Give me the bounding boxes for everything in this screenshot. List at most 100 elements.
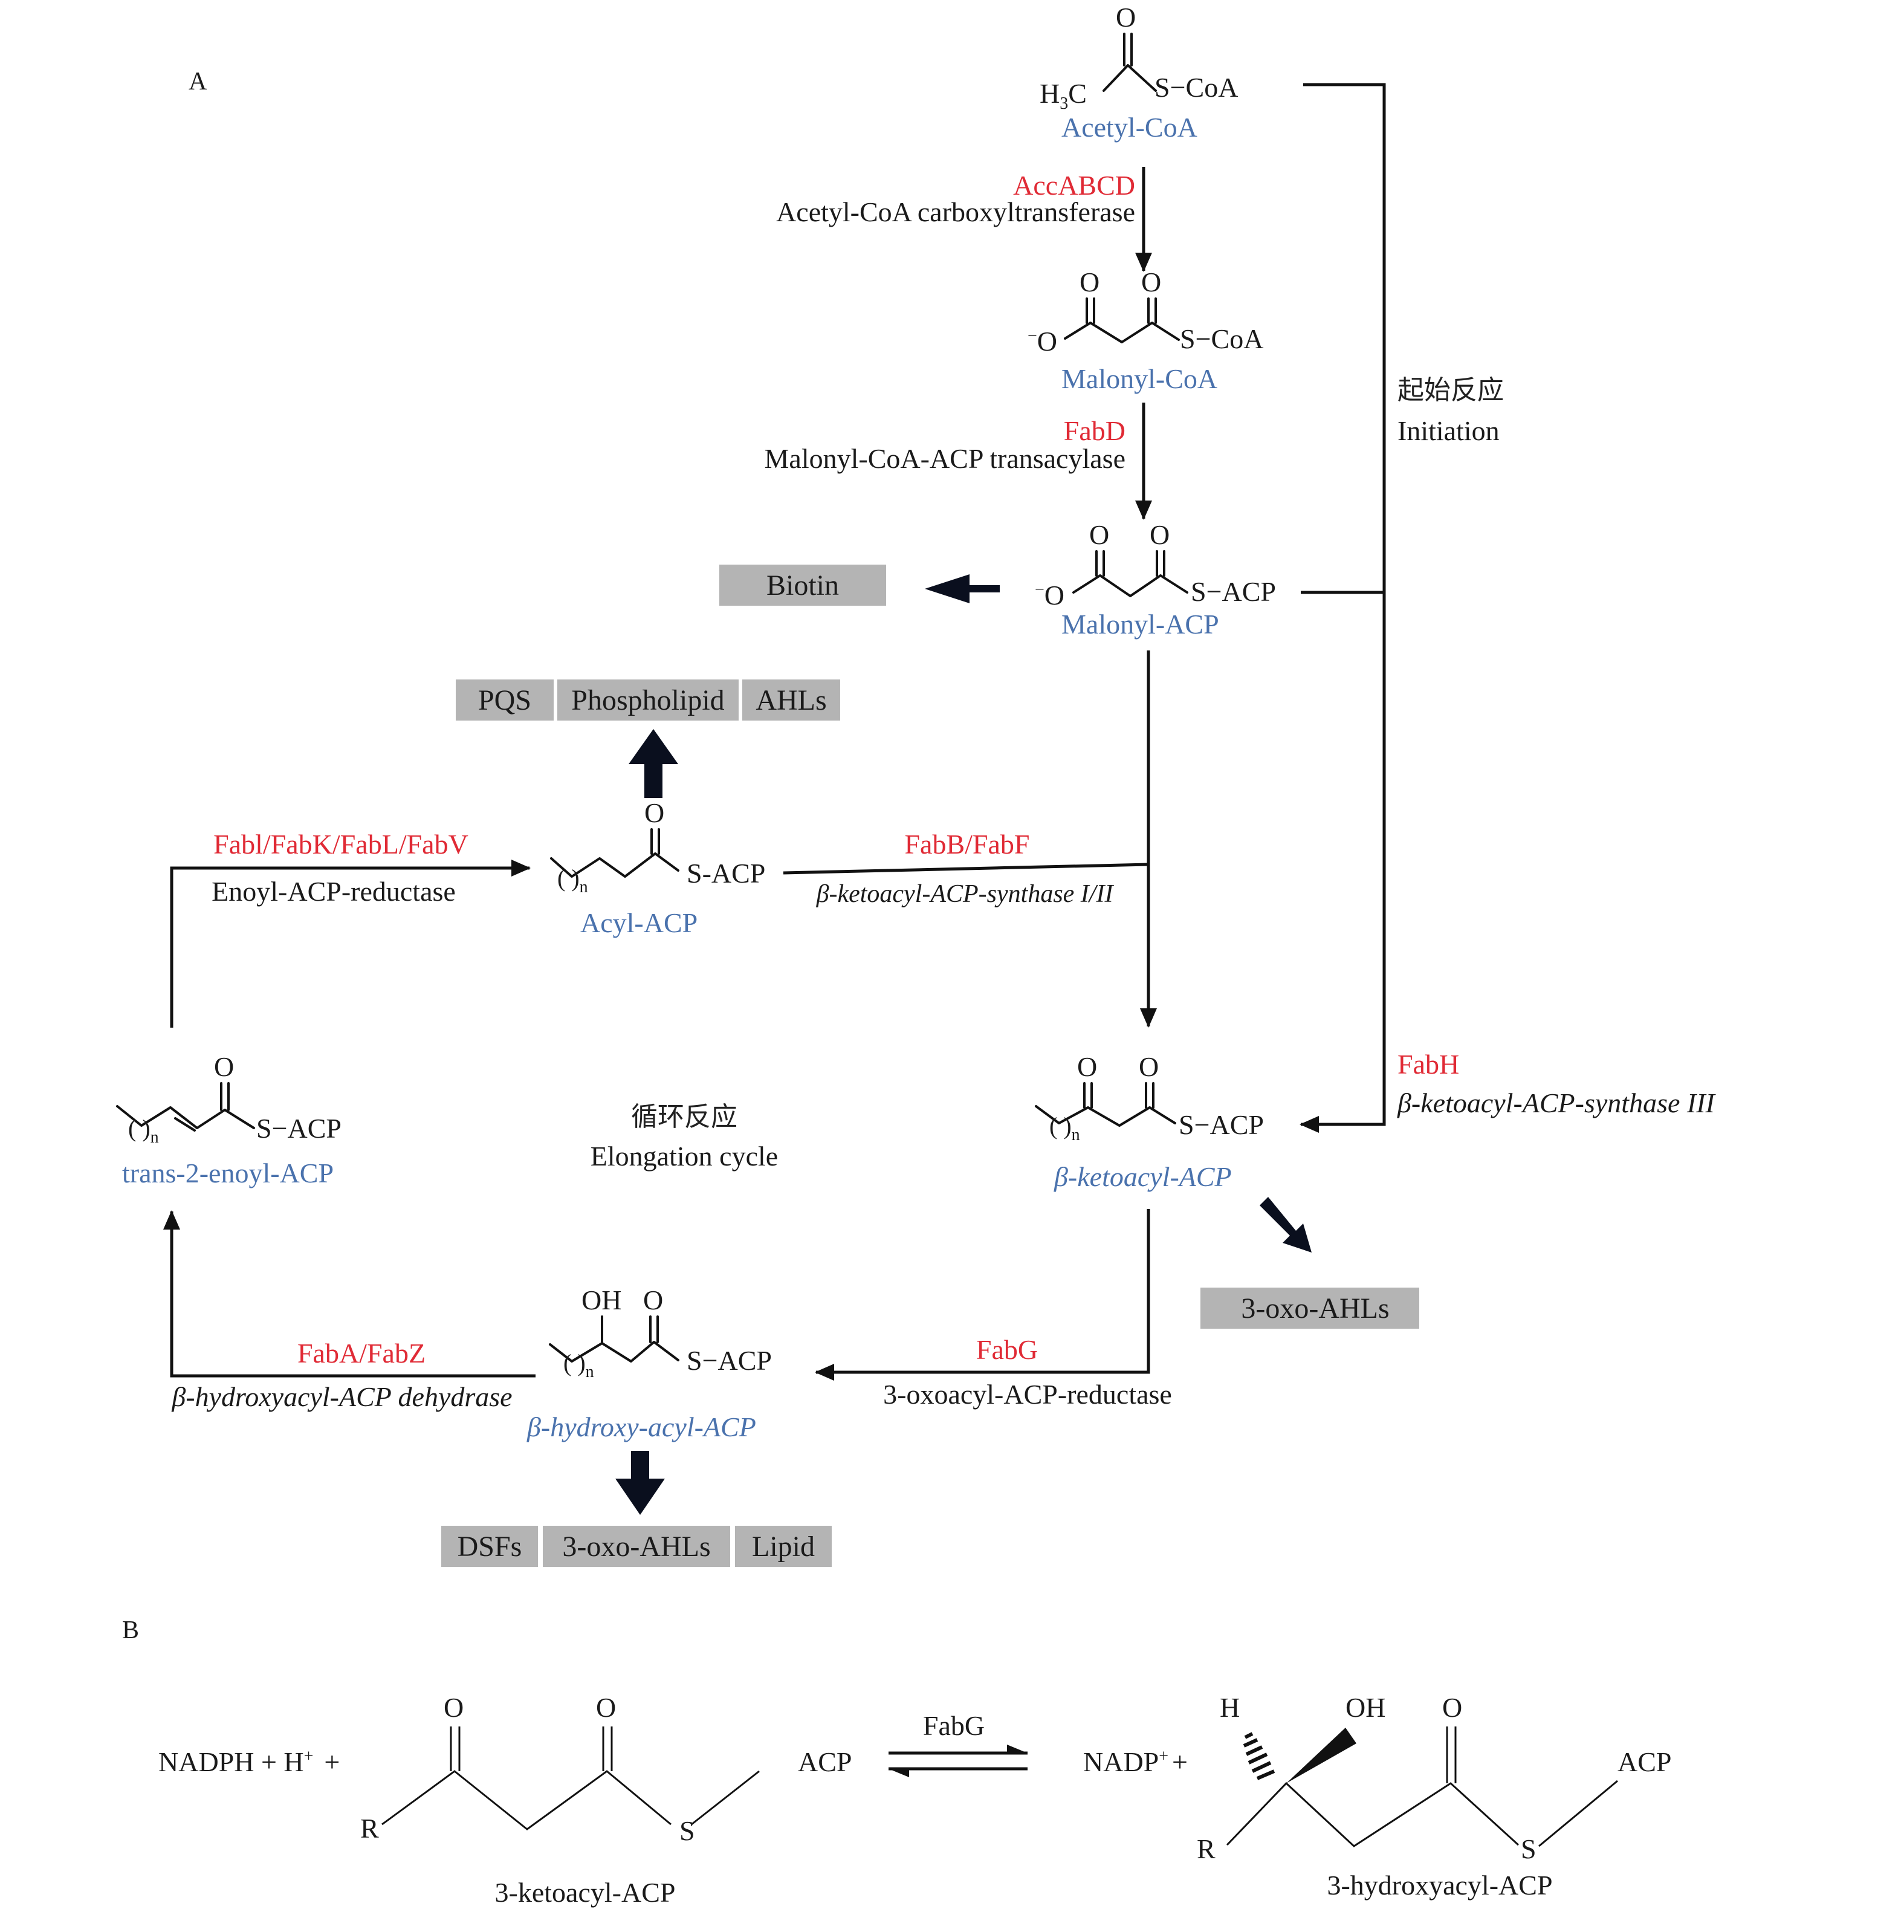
product-biotin: Biotin xyxy=(766,569,839,601)
malonyl-acp-structure: O O −O S−ACP xyxy=(1035,519,1276,611)
elongation-label-en: Elongation cycle xyxy=(591,1141,778,1172)
hydroxyacyl-acp-structure-b: H OH O R S ACP xyxy=(1197,1692,1671,1864)
hashed-wedge xyxy=(1243,1732,1275,1780)
fat-arrow-to-acyl-products xyxy=(629,729,678,798)
product-box-phospholipid xyxy=(557,679,739,721)
atom-paren-n: ( )n xyxy=(557,864,588,896)
atom-s: S xyxy=(679,1815,695,1846)
arrow-enoyl-to-acyl xyxy=(170,860,531,1028)
atom-o: O xyxy=(644,797,664,828)
arrow-ketoacyl-to-hydroxyacyl xyxy=(815,1209,1150,1381)
elongation-label-cn: 循环反应 xyxy=(631,1101,737,1132)
atom-r: R xyxy=(360,1813,379,1844)
initiation-label-en: Initiation xyxy=(1397,415,1500,446)
enzyme-fabg-b: FabG xyxy=(923,1710,985,1741)
atom-s-coa: S−CoA xyxy=(1154,72,1238,103)
acyl-acp-structure: O ( )n S-ACP xyxy=(550,797,765,896)
atom-paren-n: ( )n xyxy=(128,1115,159,1147)
atom-paren-n: ( )n xyxy=(563,1349,594,1381)
atom-o: O xyxy=(1150,519,1170,550)
atom-oh: OH xyxy=(581,1285,621,1315)
initiation-bracket xyxy=(1300,83,1386,1133)
product-dsfs: DSFs xyxy=(458,1531,522,1563)
molecule-3-ketoacyl-acp: 3-ketoacyl-ACP xyxy=(495,1877,676,1908)
product-box-dsfs xyxy=(441,1526,538,1567)
atom-acp: ACP xyxy=(1617,1746,1671,1777)
atom-s-acp: S−ACP xyxy=(256,1113,342,1144)
product-box-biotin xyxy=(719,565,886,606)
arrow-hydroxyacyl-to-enoyl xyxy=(163,1210,536,1378)
product-lipid: Lipid xyxy=(752,1531,815,1563)
atom-s: S xyxy=(1521,1833,1536,1864)
atom-acp: ACP xyxy=(798,1746,852,1777)
panel-label-b: B xyxy=(122,1616,139,1644)
molecule-beta-hydroxyacyl-acp: β-hydroxy-acyl-ACP xyxy=(526,1412,756,1442)
atom-o: O xyxy=(1442,1692,1462,1723)
molecule-acyl-acp: Acyl-ACP xyxy=(580,907,698,938)
fat-arrow-to-dsf-products xyxy=(615,1451,665,1515)
fat-arrow-to-biotin xyxy=(925,574,1000,603)
enzyme-name-fabg: 3-oxoacyl-ACP-reductase xyxy=(883,1379,1172,1410)
molecule-malonyl-acp: Malonyl-ACP xyxy=(1061,609,1219,640)
atom-o: O xyxy=(1116,2,1136,33)
enzyme-name-fabaz: β-hydroxyacyl-ACP dehydrase xyxy=(171,1381,512,1412)
atom-s-acp: S−ACP xyxy=(687,1345,772,1376)
acetyl-coa-structure: O H3C S−CoA xyxy=(1040,2,1238,113)
atom-o-minus: −O xyxy=(1028,326,1057,357)
atom-o: O xyxy=(444,1692,464,1723)
initiation-label-cn: 起始反应 xyxy=(1397,375,1504,406)
atom-o: O xyxy=(596,1692,616,1723)
equilibrium-arrows xyxy=(889,1745,1028,1777)
enzyme-name-accabcd: Acetyl-CoA carboxyltransferase xyxy=(776,196,1135,227)
molecule-trans-2-enoyl-acp: trans-2-enoyl-ACP xyxy=(122,1158,334,1188)
left-reagents: NADPH + H++ xyxy=(158,1746,340,1777)
atom-s-coa: S−CoA xyxy=(1180,323,1263,354)
atom-s-acp: S-ACP xyxy=(687,858,765,889)
enzyme-name-fabbf: β-ketoacyl-ACP-synthase I/II xyxy=(816,880,1115,908)
atom-o: O xyxy=(643,1285,663,1315)
atom-o: O xyxy=(1077,1051,1097,1082)
atom-o: O xyxy=(1139,1051,1159,1082)
atom-h: H xyxy=(1220,1692,1240,1723)
atom-o: O xyxy=(1080,267,1099,297)
molecule-beta-ketoacyl-acp: β-ketoacyl-ACP xyxy=(1054,1161,1232,1192)
product-ahls: AHLs xyxy=(756,684,826,716)
enzyme-name-fabh: β-ketoacyl-ACP-synthase III xyxy=(1397,1088,1717,1118)
atom-o: O xyxy=(1089,519,1109,550)
atom-o: O xyxy=(214,1051,234,1082)
product-box-3-oxo-ahls-2 xyxy=(543,1526,730,1567)
solid-wedge xyxy=(1286,1728,1356,1783)
product-3-oxo-ahls: 3-oxo-AHLs xyxy=(1241,1292,1389,1324)
enzyme-gene-fabd: FabD xyxy=(1064,415,1125,446)
atom-s-acp: S−ACP xyxy=(1179,1109,1264,1140)
product-box-3-oxo-ahls xyxy=(1200,1288,1419,1329)
enzyme-gene-fabaz: FabA/FabZ xyxy=(297,1338,426,1369)
atom-paren-n: ( )n xyxy=(1049,1112,1080,1144)
atom-s-acp: S−ACP xyxy=(1191,576,1276,607)
product-3-oxo-ahls-hydroxy: 3-oxo-AHLs xyxy=(562,1531,710,1563)
line-acyl-acp-to-fabbf xyxy=(783,863,1149,875)
enzyme-gene-fabg: FabG xyxy=(976,1334,1038,1365)
atom-r: R xyxy=(1197,1833,1216,1864)
product-box-pqs xyxy=(456,679,554,721)
product-phospholipid: Phospholipid xyxy=(571,684,724,716)
panel-label-a: A xyxy=(189,68,207,96)
malonyl-coa-structure: O O −O S−CoA xyxy=(1028,267,1263,357)
enzyme-gene-accabcd: AccABCD xyxy=(1013,170,1135,201)
product-pqs: PQS xyxy=(478,684,531,716)
enzyme-gene-fabi: Fabl/FabK/FabL/FabV xyxy=(213,829,468,860)
molecule-acetyl-coa: Acetyl-CoA xyxy=(1061,112,1197,143)
enzyme-gene-fabh: FabH xyxy=(1397,1049,1459,1080)
atom-o-minus: −O xyxy=(1035,580,1064,611)
beta-hydroxyacyl-acp-structure: OH O ( )n S−ACP xyxy=(549,1285,772,1381)
trans-enoyl-acp-structure: O ( )n S−ACP xyxy=(116,1051,342,1147)
enzyme-gene-fabbf: FabB/FabF xyxy=(904,829,1029,860)
molecule-3-hydroxyacyl-acp: 3-hydroxyacyl-ACP xyxy=(1327,1870,1552,1901)
right-reagents: NADP++ xyxy=(1083,1746,1188,1777)
enzyme-name-fabi: Enoyl-ACP-reductase xyxy=(212,876,456,907)
molecule-malonyl-coa: Malonyl-CoA xyxy=(1061,363,1217,394)
atom-oh: OH xyxy=(1345,1692,1385,1723)
beta-ketoacyl-acp-structure: O O ( )n S−ACP xyxy=(1035,1051,1264,1144)
atom-h3c: H3C xyxy=(1040,78,1087,113)
